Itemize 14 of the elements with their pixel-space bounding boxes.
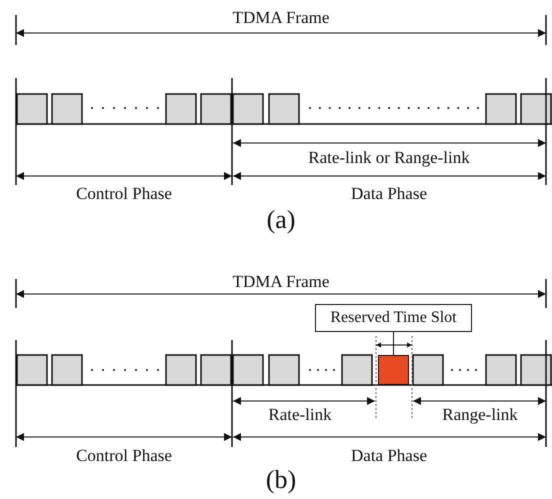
leader-line xyxy=(393,332,394,356)
reserved-slot xyxy=(378,355,409,385)
link-label: Rate-link xyxy=(268,405,332,425)
panel-caption: (b) xyxy=(266,465,296,495)
frame-label: TDMA Frame xyxy=(232,272,330,292)
phase-label: Control Phase xyxy=(76,446,172,466)
phase-label: Data Phase xyxy=(351,446,427,466)
phase-label: Control Phase xyxy=(76,184,172,204)
frame-label: TDMA Frame xyxy=(232,8,330,28)
link-label: Rate-link or Range-link xyxy=(308,148,470,168)
panel-caption: (a) xyxy=(266,205,296,235)
callout-box: Reserved Time Slot xyxy=(315,304,472,332)
link-label: Range-link xyxy=(442,405,518,425)
phase-label: Data Phase xyxy=(351,184,427,204)
